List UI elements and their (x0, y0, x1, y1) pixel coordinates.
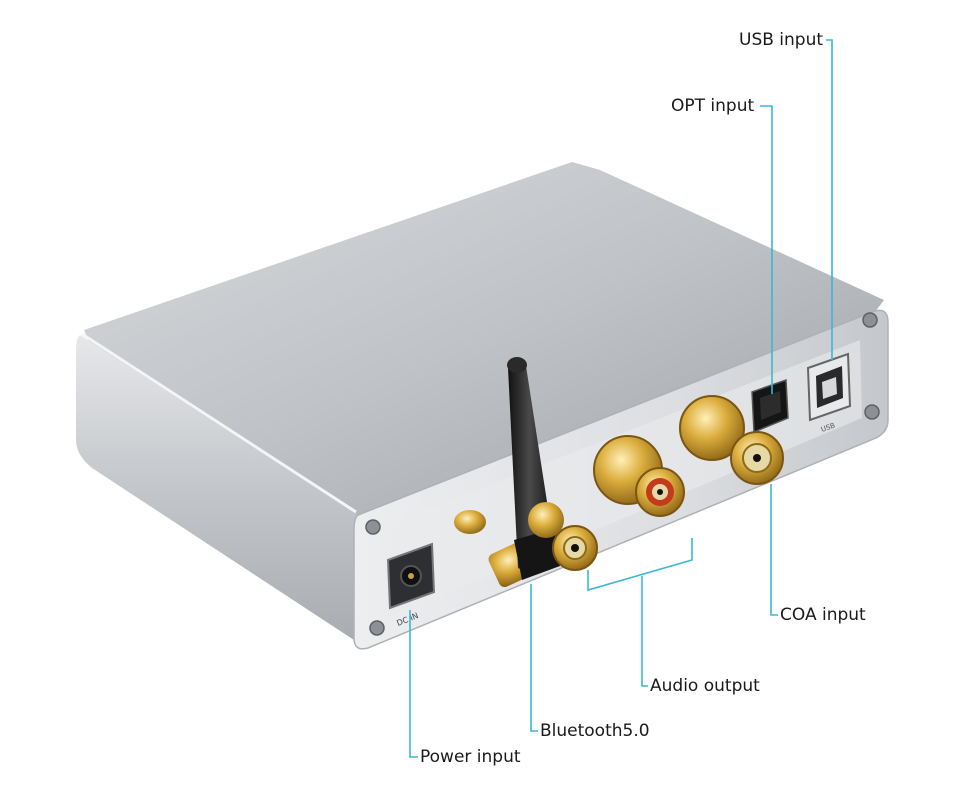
dc-jack: DC IN (386, 542, 436, 628)
panel-screws (365, 312, 880, 636)
leader-lines (409, 39, 833, 758)
audio-leader (587, 538, 693, 592)
rca-audio-out-1 (528, 502, 598, 571)
opt-leader (760, 105, 773, 394)
bluetooth-label: Bluetooth5.0 (540, 721, 650, 741)
rca-audio-out-2 (593, 435, 685, 517)
coa-input-label: COA input (780, 605, 866, 625)
chassis-top (84, 162, 884, 515)
usb-b-input: USB (806, 352, 852, 434)
opt-input-label: OPT input (671, 96, 755, 116)
usb-leader (826, 39, 833, 360)
power-leader (409, 610, 418, 758)
audio-output-label: Audio output (650, 676, 760, 696)
audio-leader-stem (641, 576, 648, 687)
usb-input-label: USB input (739, 30, 824, 50)
chassis-side (76, 335, 358, 640)
optical-input (751, 378, 789, 434)
power-input-label: Power input (420, 747, 521, 767)
rca-coaxial-input (679, 395, 784, 485)
bluetooth-leader (530, 584, 538, 732)
coa-leader (770, 484, 778, 616)
